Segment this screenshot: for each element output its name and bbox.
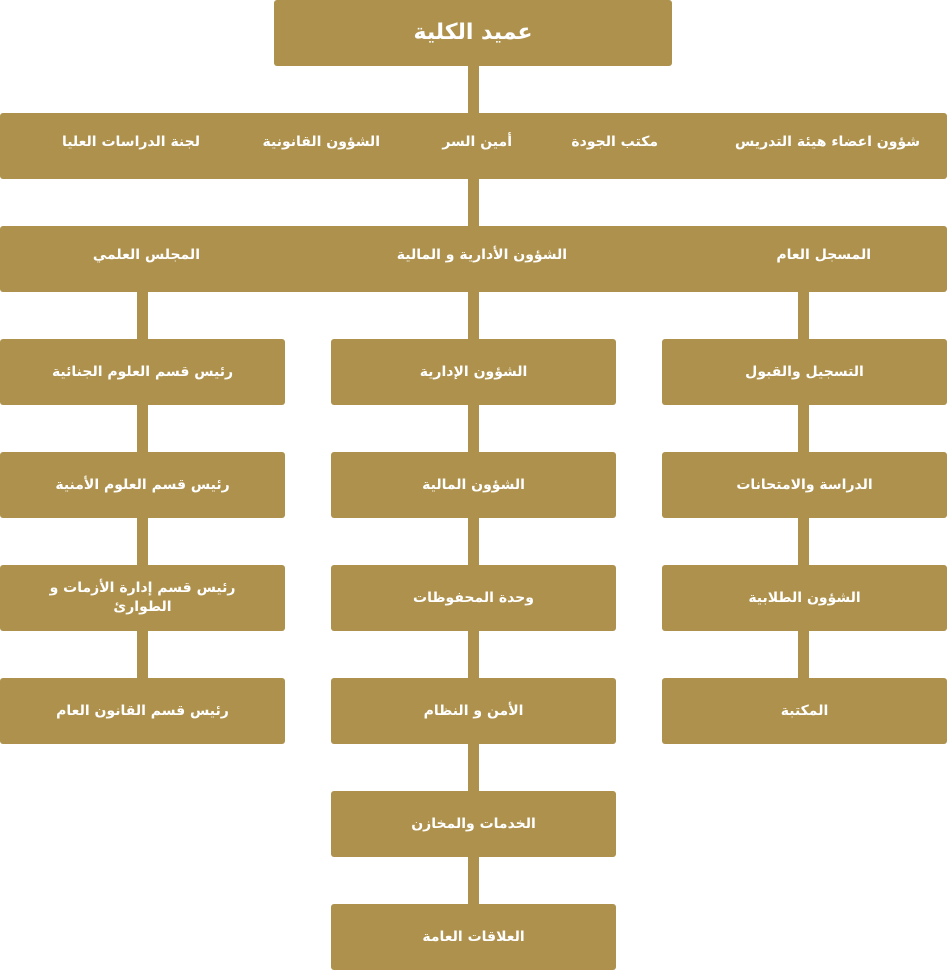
security-sciences-head-label: رئيس قسم العلوم الأمنية	[55, 476, 230, 493]
divisions-band	[0, 226, 947, 292]
student-affairs-box: الشؤون الطلابية	[662, 565, 947, 631]
registration-admission-label: التسجيل والقبول	[745, 363, 864, 380]
financial-affairs-box: الشؤون المالية	[331, 452, 616, 518]
financial-affairs-label: الشؤون المالية	[422, 476, 525, 493]
library-box: المكتبة	[662, 678, 947, 744]
services-stores-label: الخدمات والمخازن	[411, 815, 536, 832]
public-relations-label: العلاقات العامة	[422, 928, 525, 945]
security-sciences-head-box: رئيس قسم العلوم الأمنية	[0, 452, 285, 518]
legal-affairs-label: الشؤون القانونية	[262, 134, 381, 150]
studies-exams-label: الدراسة والامتحانات	[736, 476, 873, 493]
administrative-affairs-box: الشؤون الإدارية	[331, 339, 616, 405]
public-law-head-box: رئيس قسم القانون العام	[0, 678, 285, 744]
public-law-head-label: رئيس قسم القانون العام	[56, 702, 229, 719]
graduate-committee-label: لجنة الدراسات العليا	[61, 134, 200, 150]
studies-exams-box: الدراسة والامتحانات	[662, 452, 947, 518]
administrative-affairs-label: الشؤون الإدارية	[419, 363, 528, 380]
security-order-box: الأمن و النظام	[331, 678, 616, 744]
student-affairs-label: الشؤون الطلابية	[748, 589, 861, 606]
criminal-sciences-head-box: رئيس قسم العلوم الجنائية	[0, 339, 285, 405]
connector-dean-row1	[468, 66, 479, 114]
admin-finance-label: الشؤون الأدارية و المالية	[396, 247, 567, 263]
quality-office-label: مكتب الجودة	[571, 134, 658, 150]
faculty-affairs-label: شؤون اعضاء هيئة التدريس	[735, 134, 920, 150]
dean-box: عميد الكلية	[274, 0, 672, 66]
public-relations-box: العلاقات العامة	[331, 904, 616, 970]
library-label: المكتبة	[780, 702, 829, 719]
archives-unit-box: وحدة المحفوظات	[331, 565, 616, 631]
criminal-sciences-head-label: رئيس قسم العلوم الجنائية	[51, 363, 234, 380]
connector-row1-row2	[468, 179, 479, 227]
crisis-management-head-label: رئيس قسم إدارة الأزمات و الطوارئ	[49, 580, 236, 615]
scientific-council-label: المجلس العلمي	[92, 247, 200, 263]
registration-admission-box: التسجيل والقبول	[662, 339, 947, 405]
dean-label: عميد الكلية	[413, 20, 533, 46]
secretary-label: أمين السر	[442, 134, 512, 150]
services-stores-box: الخدمات والمخازن	[331, 791, 616, 857]
security-order-label: الأمن و النظام	[423, 702, 524, 719]
registrar-label: المسجل العام	[776, 247, 871, 263]
crisis-management-head-box: رئيس قسم إدارة الأزمات و الطوارئ	[0, 565, 285, 631]
dean-offices-band	[0, 113, 947, 179]
archives-unit-label: وحدة المحفوظات	[413, 589, 534, 606]
